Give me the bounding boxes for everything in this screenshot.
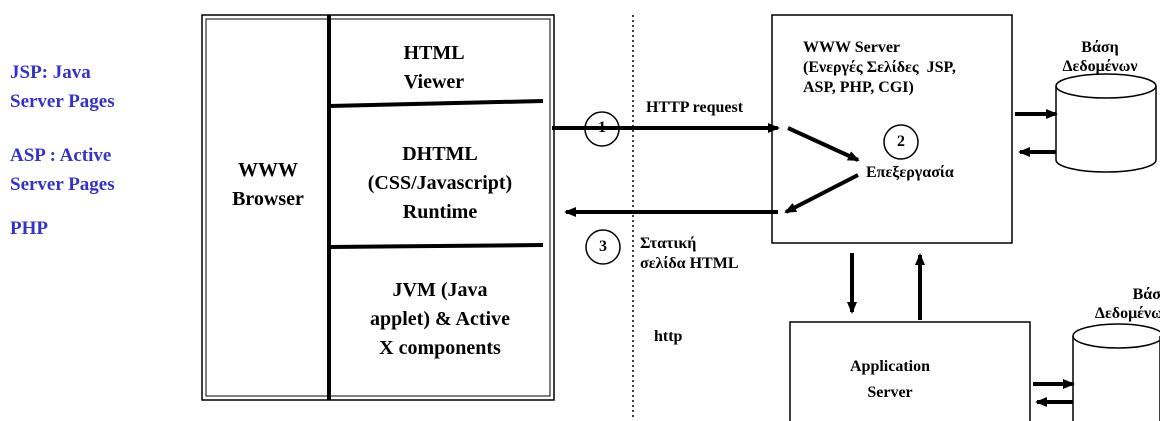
database-label-line: Δεδομένων (1062, 58, 1138, 75)
database-label-line: Βάση (1081, 39, 1119, 56)
static-page-line: Στατική (640, 235, 697, 252)
legend-line: Server Pages (10, 174, 115, 195)
processing-arrow-in (787, 126, 860, 162)
database-top-cylinder (1055, 86, 1157, 173)
legend-line: ASP : Active (10, 145, 112, 166)
browser-divider-2 (328, 243, 544, 249)
app-server-box (789, 321, 1031, 421)
dhtml-line: (CSS/Javascript) (367, 172, 513, 194)
www-server-line: ASP, PHP, CGI) (803, 79, 914, 96)
app-server-label: Application Server (810, 354, 970, 406)
database-bottom-label: Βάση Δεδομένων (1060, 285, 1160, 323)
browser-label-line: Browser (232, 188, 304, 210)
http-request-label: HTTP request (646, 99, 744, 116)
database-top-lid (1055, 73, 1157, 99)
legend-asp: ASP : Active Server Pages (10, 141, 115, 199)
www-server-label: WWW Server (Ενεργές Σελίδες JSP, ASP, PH… (803, 38, 1018, 98)
browser-label: WWW Browser (212, 156, 324, 214)
dhtml-line: Runtime (402, 201, 478, 223)
database-label-line: Βάση (1132, 286, 1160, 303)
legend-line: JSP: Java (10, 62, 91, 83)
www-server-box (771, 14, 1013, 244)
browser-label-line: WWW (238, 159, 298, 181)
html-viewer-line: Viewer (403, 71, 465, 93)
step-1-number: 1 (598, 119, 606, 136)
http-protocol-label: http (654, 328, 683, 345)
legend-line: Server Pages (10, 91, 115, 112)
app-server-line: Server (867, 384, 913, 401)
jvm-line: X components (379, 337, 501, 359)
html-viewer-label: HTML Viewer (334, 39, 534, 97)
html-viewer-line: HTML (403, 42, 465, 64)
legend-line: PHP (10, 218, 48, 239)
app-server-line: Application (849, 358, 930, 375)
browser-box (201, 14, 555, 401)
browser-inner-border (205, 18, 551, 397)
database-label-line: Δεδομένων (1094, 305, 1160, 322)
step-2-circle (883, 124, 919, 160)
dhtml-label: DHTML (CSS/Javascript) Runtime (334, 140, 546, 227)
browser-divider-1 (328, 99, 544, 108)
legend-php: PHP (10, 214, 48, 243)
processing-label: Επεξεργασία (866, 164, 954, 181)
jvm-label: JVM (Java applet) & Active X components (334, 276, 546, 363)
jvm-line: JVM (Java (392, 279, 488, 301)
database-top-label: Βάση Δεδομένων (1040, 38, 1160, 76)
dhtml-line: DHTML (402, 143, 478, 165)
static-page-label: Στατική σελίδα HTML (640, 234, 738, 274)
step-3-circle (585, 229, 621, 265)
www-server-line: (Ενεργές Σελίδες JSP, (803, 59, 956, 76)
jvm-line: applet) & Active (370, 308, 510, 330)
database-bottom-cylinder (1072, 336, 1160, 421)
step-2-number: 2 (897, 133, 905, 150)
legend-jsp: JSP: Java Server Pages (10, 58, 115, 116)
step-3-number: 3 (599, 238, 607, 255)
processing-arrow-out (784, 173, 859, 214)
static-page-line: σελίδα HTML (640, 255, 739, 272)
www-server-line: WWW Server (803, 39, 901, 56)
database-bottom-lid (1072, 323, 1160, 349)
